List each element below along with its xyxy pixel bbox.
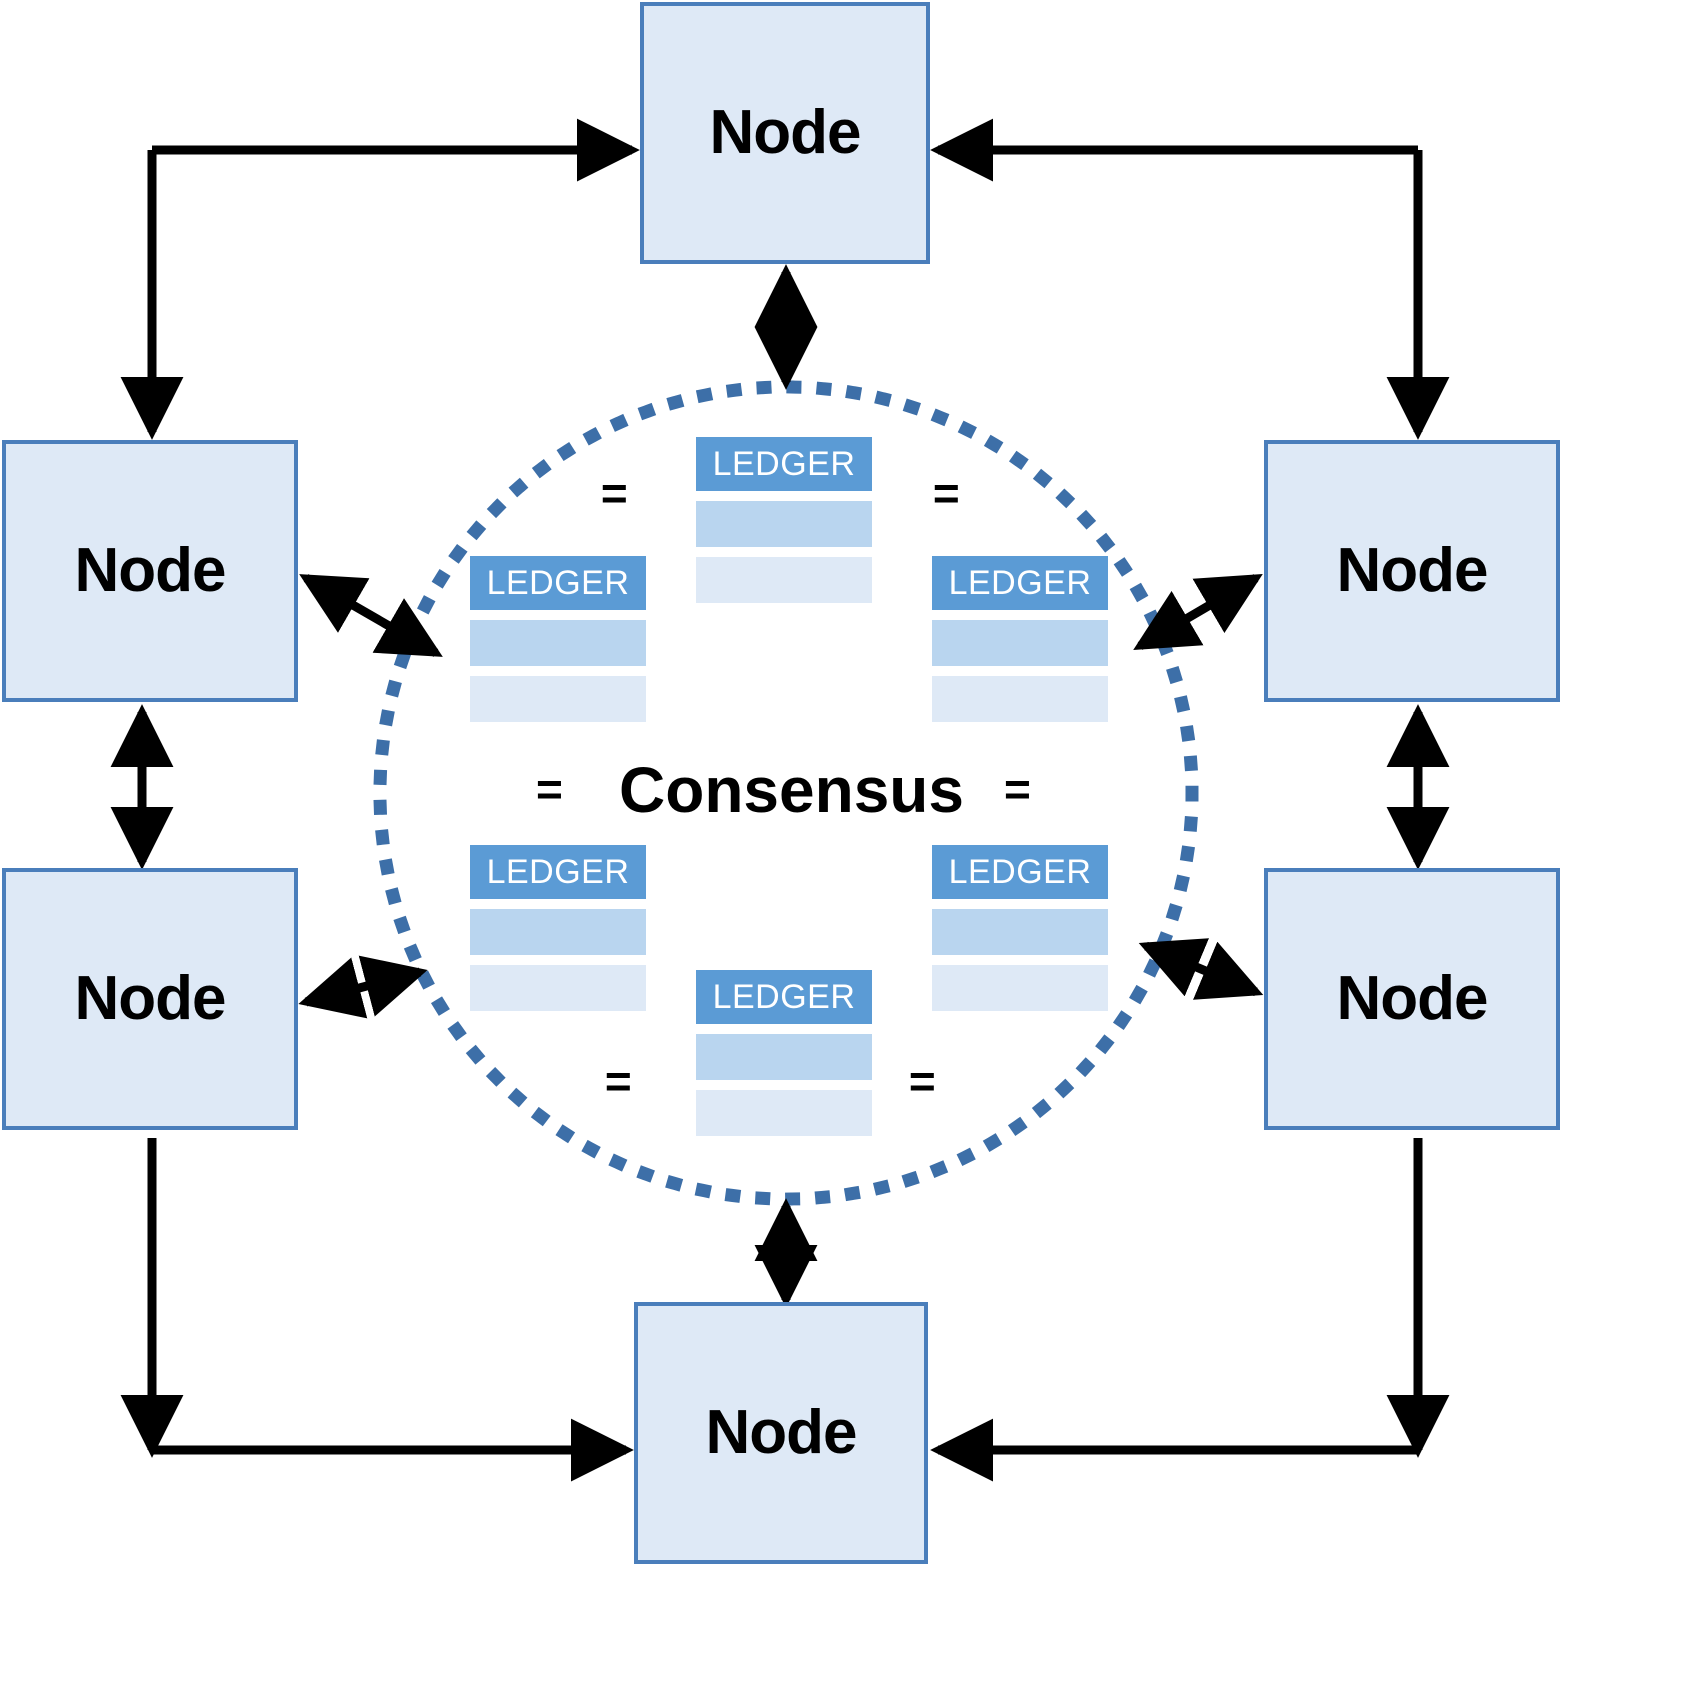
arrow-right-lower-node-to-circle — [1138, 938, 1264, 1000]
ledger-card-bottom[interactable]: LEDGER — [696, 970, 872, 1136]
node-box-left-lower[interactable]: Node — [2, 868, 298, 1130]
ledger-row-mid — [470, 620, 646, 666]
ledger-card-top[interactable]: LEDGER — [696, 437, 872, 603]
ledger-row-mid — [932, 620, 1108, 666]
node-label: Node — [1336, 964, 1489, 1033]
ledger-row-light — [470, 676, 646, 722]
node-box-left-upper[interactable]: Node — [2, 440, 298, 702]
ledger-row-mid — [696, 1034, 872, 1080]
node-label: Node — [705, 1398, 858, 1467]
ledger-header-label: LEDGER — [932, 556, 1108, 610]
ledger-row-light — [696, 557, 872, 603]
node-label: Node — [74, 964, 227, 1033]
ledger-card-right-upper[interactable]: LEDGER — [932, 556, 1108, 722]
ledger-header-label: LEDGER — [470, 556, 646, 610]
ledger-header-label: LEDGER — [696, 437, 872, 491]
node-box-right-upper[interactable]: Node — [1264, 440, 1560, 702]
ledger-header-label: LEDGER — [470, 845, 646, 899]
ledger-row-light — [932, 676, 1108, 722]
equals-mark-top-left: = — [600, 467, 627, 519]
ledger-row-mid — [470, 909, 646, 955]
node-label: Node — [709, 98, 862, 167]
equals-mark-bottom-right: = — [908, 1055, 935, 1107]
node-box-right-lower[interactable]: Node — [1264, 868, 1560, 1130]
equals-mark-mid-right: = — [1004, 763, 1031, 815]
node-label: Node — [74, 536, 227, 605]
node-box-bottom[interactable]: Node — [634, 1302, 928, 1564]
ledger-header-label: LEDGER — [696, 970, 872, 1024]
equals-mark-mid-left: = — [536, 763, 563, 815]
equals-mark-bottom-left: = — [604, 1055, 631, 1107]
equals-mark-top-right: = — [932, 467, 959, 519]
ledger-row-mid — [932, 909, 1108, 955]
arrow-right-upper-node-to-circle — [1133, 574, 1263, 650]
node-label: Node — [1336, 536, 1489, 605]
arrow-left-upper-node-to-circle — [299, 574, 443, 657]
ledger-card-left-lower[interactable]: LEDGER — [470, 845, 646, 1011]
ledger-row-light — [470, 965, 646, 1011]
consensus-label: Consensus — [619, 754, 964, 826]
ledger-row-mid — [696, 501, 872, 547]
node-box-top[interactable]: Node — [640, 2, 930, 264]
ledger-card-left-upper[interactable]: LEDGER — [470, 556, 646, 722]
ledger-row-light — [932, 965, 1108, 1011]
arrow-left-lower-node-to-circle — [298, 955, 428, 1019]
ledger-header-label: LEDGER — [932, 845, 1108, 899]
ledger-card-right-lower[interactable]: LEDGER — [932, 845, 1108, 1011]
ledger-row-light — [696, 1090, 872, 1136]
